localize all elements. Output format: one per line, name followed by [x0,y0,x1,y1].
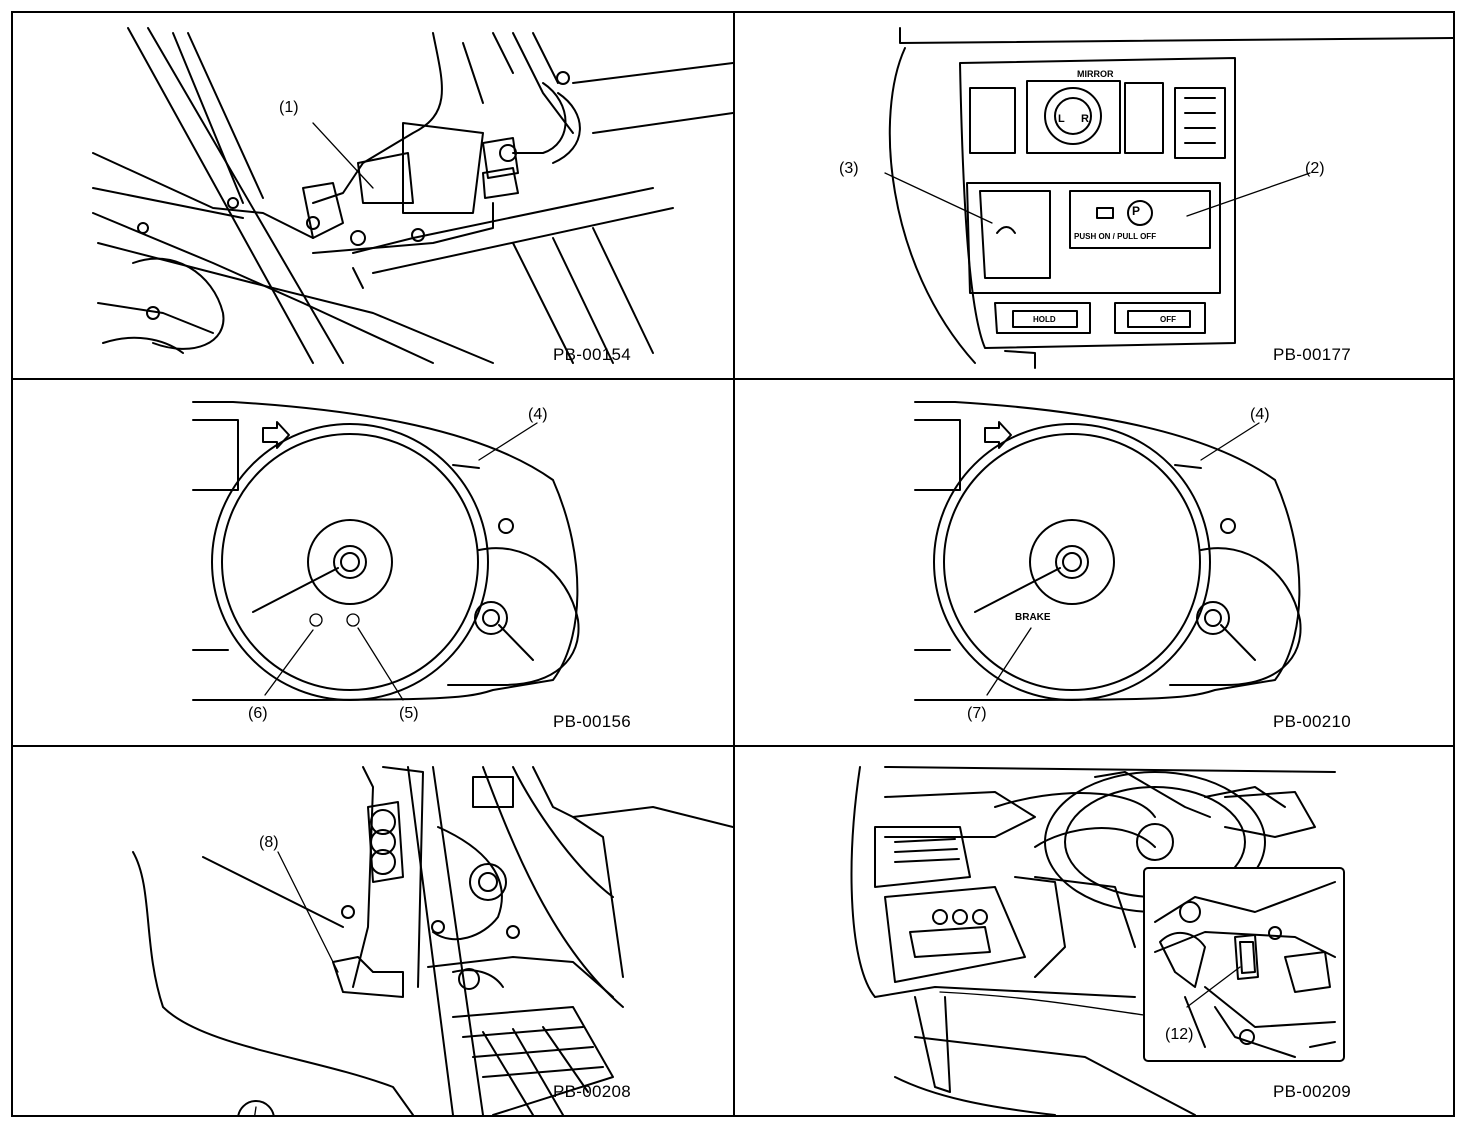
callout-3: (3) [839,160,859,177]
callout-5: (5) [399,705,419,722]
underbody-module-illustration [92,27,733,364]
figure-code: PB-00154 [553,345,632,364]
panel-pb-00209: (12) PB-00209 [735,747,1453,1115]
brake-text: BRAKE [1015,612,1051,623]
hold-label: HOLD [1033,315,1056,324]
callout-2: (2) [1305,160,1325,177]
parking-symbol: P [1132,204,1141,218]
grid-divider-horizontal-2 [11,745,1455,747]
callout-7: (7) [967,705,987,722]
panel-pb-00208: (8) PB-00208 [13,747,733,1115]
callout-4: (4) [528,406,548,423]
instrument-cluster-brake-illustration [914,401,1302,701]
mirror-label: MIRROR [1077,69,1114,79]
instrument-cluster-illustration [192,401,580,701]
panel-pb-00154: (1) PB-00154 [13,13,733,378]
mirror-left-label: L [1058,113,1065,125]
panel-pb-00177: MIRROR L R P PUSH ON / PULL OFF HOLD OFF… [735,13,1453,378]
grid-divider-horizontal-1 [11,378,1455,380]
figure-code: PB-00177 [1273,345,1352,364]
figure-code: PB-00210 [1273,712,1352,731]
off-label: OFF [1160,315,1176,324]
figure-code: PB-00208 [553,1082,632,1101]
pedal-area-illustration [132,766,733,1115]
callout-8: (8) [259,834,279,851]
callout-12: (12) [1165,1026,1194,1043]
callout-4: (4) [1250,406,1270,423]
figure-code: PB-00209 [1273,1082,1352,1101]
callout-6: (6) [248,705,268,722]
callout-1: (1) [279,99,299,116]
mirror-right-label: R [1081,113,1089,125]
panel-pb-00210: BRAKE (4) (7) PB-00210 [735,380,1453,745]
dashboard-lower-illustration [850,766,1345,1115]
grid-divider-vertical [733,11,735,1117]
panel-pb-00156: (4) (6) (5) PB-00156 [13,380,733,745]
push-pull-label: PUSH ON / PULL OFF [1074,232,1157,241]
switch-panel-illustration [884,27,1453,369]
figure-code: PB-00156 [553,712,632,731]
